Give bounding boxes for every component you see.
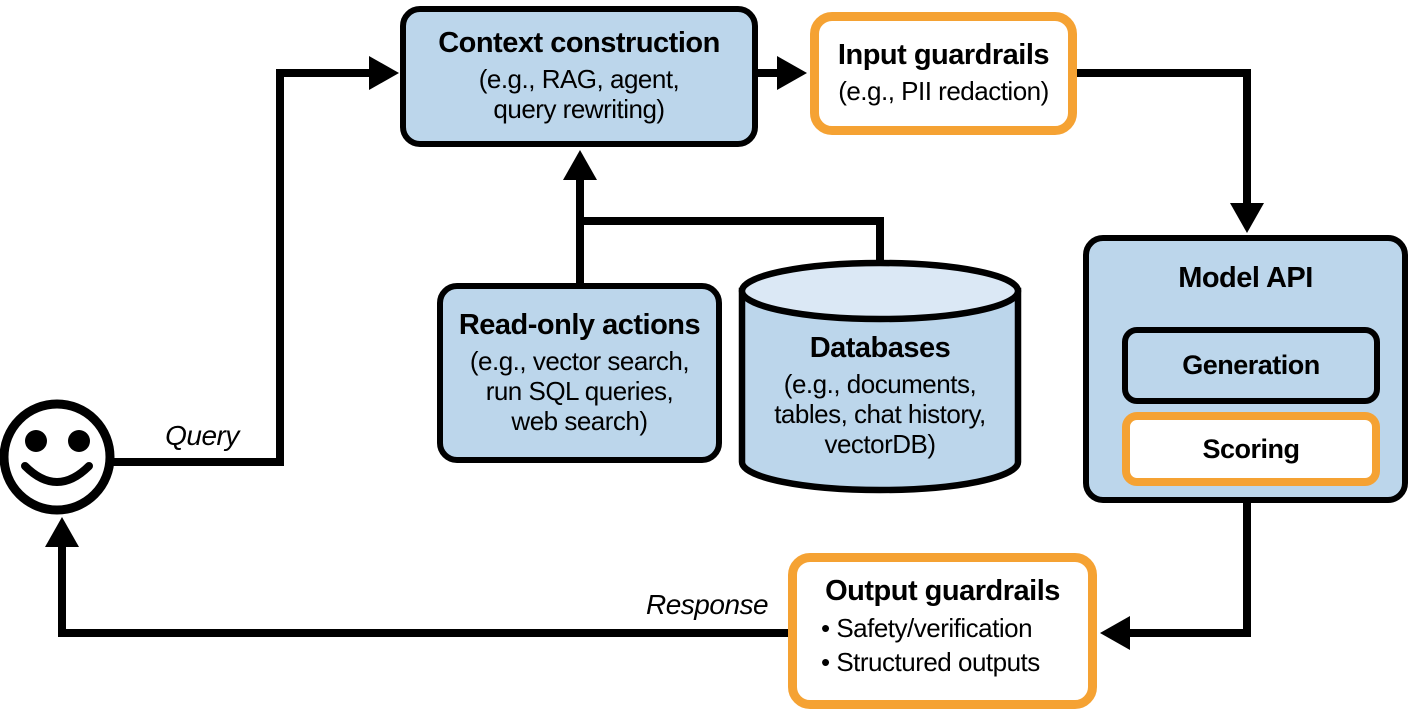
- readonly-to-context-arrowhead: [563, 150, 597, 180]
- context-construction-title: Context construction: [438, 27, 720, 60]
- context-construction-subtitle: (e.g., RAG, agent, query rewriting): [479, 64, 680, 124]
- database-cylinder-body: [738, 287, 1022, 494]
- databases-subtitle-line: vectorDB): [824, 429, 936, 460]
- context-construction-subtitle-line: (e.g., RAG, agent,: [478, 64, 680, 95]
- output-guardrails-node: Output guardrails • Safety/verification …: [788, 553, 1097, 709]
- input-to-model-arrowhead: [1230, 203, 1264, 233]
- response-arrowhead: [45, 517, 79, 547]
- smiley-left-eye: [25, 430, 47, 452]
- databases-branch-line: [576, 217, 884, 268]
- model-api-title: Model API: [1178, 262, 1313, 294]
- smiley-right-eye: [68, 430, 90, 452]
- databases-title: Databases: [809, 331, 951, 364]
- read-only-actions-title: Read-only actions: [458, 308, 701, 341]
- model-api-node: Model API Generation Scoring: [1083, 235, 1408, 503]
- databases-subtitle-line: (e.g., documents,: [783, 368, 977, 399]
- input-guardrails-subtitle-line: (e.g., PII redaction): [838, 76, 1049, 107]
- output-guardrails-bullet: • Structured outputs: [821, 646, 1040, 677]
- model-to-output-line: [1130, 500, 1251, 637]
- input-guardrails-node: Input guardrails (e.g., PII redaction): [810, 12, 1077, 135]
- output-guardrails-bullets: • Safety/verification • Structured outpu…: [797, 612, 1088, 680]
- generation-label: Generation: [1182, 350, 1320, 380]
- model-to-output-arrowhead: [1100, 616, 1130, 650]
- context-construction-subtitle-line: query rewriting): [493, 94, 665, 125]
- read-only-actions-subtitle: (e.g., vector search, run SQL queries, w…: [469, 345, 690, 437]
- smiley-mouth: [21, 462, 93, 486]
- input-guardrails-subtitle: (e.g., PII redaction): [838, 76, 1049, 106]
- databases-node: Databases (e.g., documents, tables, chat…: [743, 312, 1017, 480]
- scoring-node: Scoring: [1122, 412, 1380, 486]
- database-cylinder-top: [738, 259, 1022, 323]
- scoring-label: Scoring: [1202, 433, 1300, 464]
- read-only-actions-subtitle-line: (e.g., vector search,: [469, 345, 690, 376]
- smiley-face-circle: [0, 399, 115, 515]
- input-guardrails-title: Input guardrails: [837, 39, 1050, 72]
- input-to-model-line: [1074, 69, 1251, 205]
- database-cylinder: [738, 259, 1022, 494]
- read-only-actions-subtitle-line: web search): [511, 406, 648, 437]
- output-guardrails-bullet: • Safety/verification: [821, 612, 1033, 643]
- output-guardrails-title: Output guardrails: [825, 575, 1060, 607]
- databases-subtitle-line: tables, chat history,: [774, 398, 986, 429]
- read-only-actions-subtitle-line: run SQL queries,: [485, 375, 674, 406]
- user-smiley-icon: [0, 399, 115, 515]
- response-label: Response: [646, 589, 769, 620]
- databases-subtitle: (e.g., documents, tables, chat history, …: [774, 369, 986, 459]
- generation-node: Generation: [1122, 327, 1380, 404]
- response-arrow-line: [58, 547, 791, 637]
- query-arrow-line: [108, 69, 372, 466]
- read-only-actions-node: Read-only actions (e.g., vector search, …: [437, 283, 722, 463]
- context-to-input-arrowhead: [777, 56, 807, 90]
- context-construction-node: Context construction (e.g., RAG, agent, …: [400, 6, 758, 147]
- query-label: Query: [165, 420, 239, 451]
- query-arrowhead: [369, 56, 399, 90]
